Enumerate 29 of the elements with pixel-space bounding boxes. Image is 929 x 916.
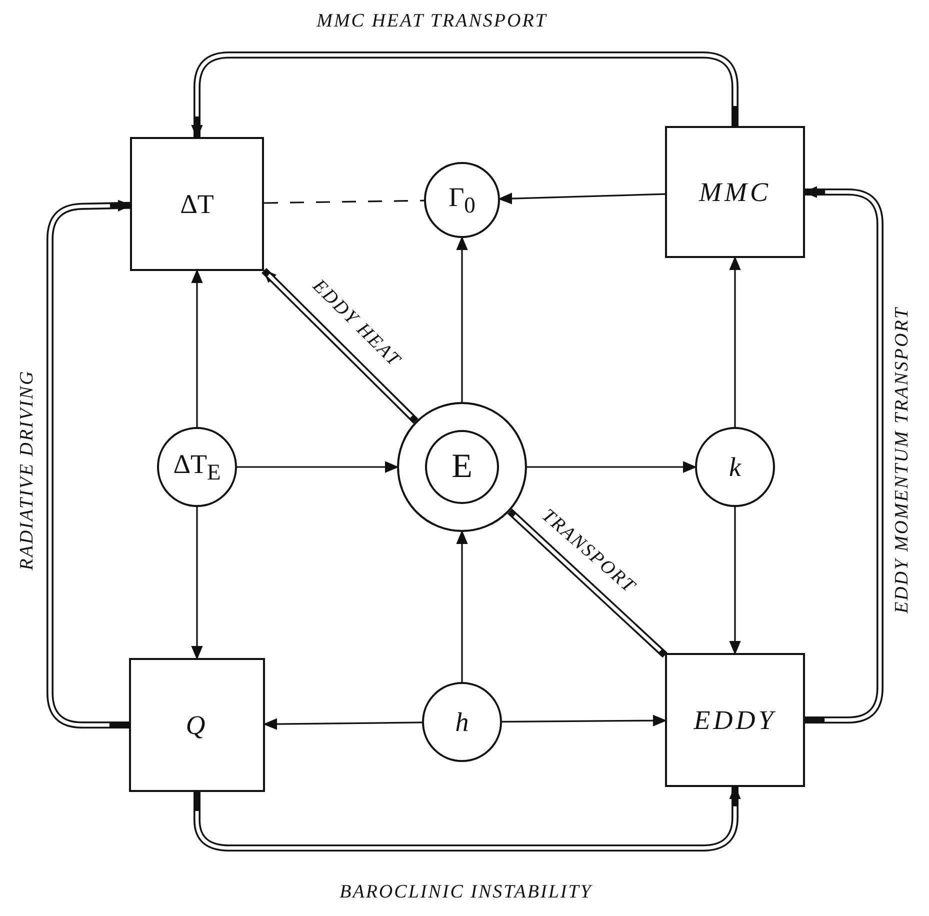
double-line-arrow [194,786,741,852]
process-box [129,658,265,792]
process-box [665,126,805,258]
node-label: MMC [699,178,771,206]
arrow [456,237,468,402]
node-label: k [729,454,741,480]
arrow [729,257,741,427]
node-label: h [455,708,469,736]
arrow [264,718,422,730]
node-label: Γ$_{0}$ [448,184,476,216]
process-box [665,653,805,787]
node-label: E [452,450,472,484]
arrow [191,270,203,427]
process-box [130,137,264,271]
double-line-arrow [191,52,738,138]
node-label: ΔT$_{E}$ [173,450,221,484]
double-line-arrow [804,186,884,724]
arrow [456,531,468,682]
arrow [502,714,666,726]
arrow [527,461,696,473]
arrow [191,507,203,659]
double-line-arrow [262,268,418,424]
node-label: EDDY [694,706,776,734]
node-label: ΔT [180,190,214,218]
double-line-arrow [46,200,131,728]
arrow [729,507,741,654]
node-label: Q [186,712,208,738]
arrow [237,461,398,473]
arrow [499,192,666,204]
